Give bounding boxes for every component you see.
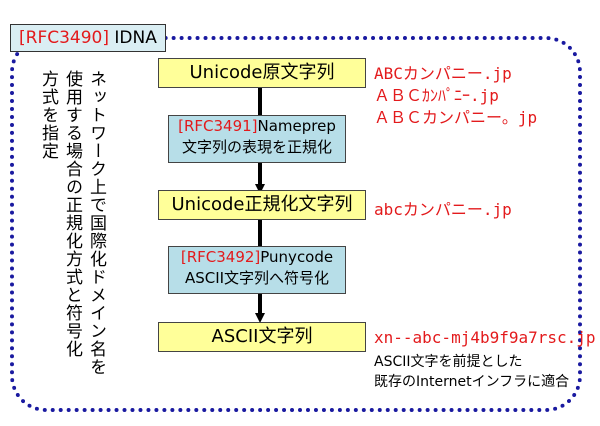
unicode-normalized-box: Unicode正規化文字列 <box>158 190 366 220</box>
nameprep-box: [RFC3491]Nameprep 文字列の表現を正規化 <box>168 115 346 163</box>
example-original-2: ＡＢＣｶﾝﾊﾟﾆｰ.jp <box>374 86 499 105</box>
unicode-original-label: Unicode原文字列 <box>189 62 335 83</box>
example-original-1: ABCカンパニー.jp <box>374 64 512 83</box>
nameprep-name: Nameprep <box>257 117 336 135</box>
idna-frame <box>10 36 582 412</box>
title-label: [RFC3490] IDNA <box>10 24 166 52</box>
punycode-rfc: [RFC3492] <box>180 248 261 266</box>
side-note-col3: 方式を指定 <box>38 70 58 160</box>
side-note-col1: ネットワーク上で国際化ドメイン名を <box>86 70 106 376</box>
ascii-string-box: ASCII文字列 <box>158 322 366 352</box>
punycode-name: Punycode <box>260 248 334 266</box>
punycode-desc: ASCII文字列へ符号化 <box>184 269 330 287</box>
nameprep-desc: 文字列の表現を正規化 <box>181 138 332 156</box>
punycode-box: [RFC3492]Punycode ASCII文字列へ符号化 <box>168 246 346 294</box>
example-normalized: abcカンパニー.jp <box>374 200 512 219</box>
nameprep-rfc: [RFC3491] <box>178 117 258 135</box>
unicode-normalized-label: Unicode正規化文字列 <box>171 194 353 215</box>
title-rfc: [RFC3490] <box>19 28 109 48</box>
ascii-note-2: 既存のInternetインフラに適合 <box>374 374 570 390</box>
example-original-3: ＡＢＣカンパニー。jp <box>374 108 538 127</box>
side-note-col2: 使用する場合の正規化方式と符号化 <box>62 70 82 358</box>
unicode-original-box: Unicode原文字列 <box>158 58 366 88</box>
title-name: IDNA <box>114 28 157 48</box>
ascii-string-label: ASCII文字列 <box>211 326 313 347</box>
example-ascii: xn--abc-mj4b9f9a7rsc.jp <box>374 328 596 347</box>
ascii-note-1: ASCII文字を前提とした <box>374 354 523 370</box>
